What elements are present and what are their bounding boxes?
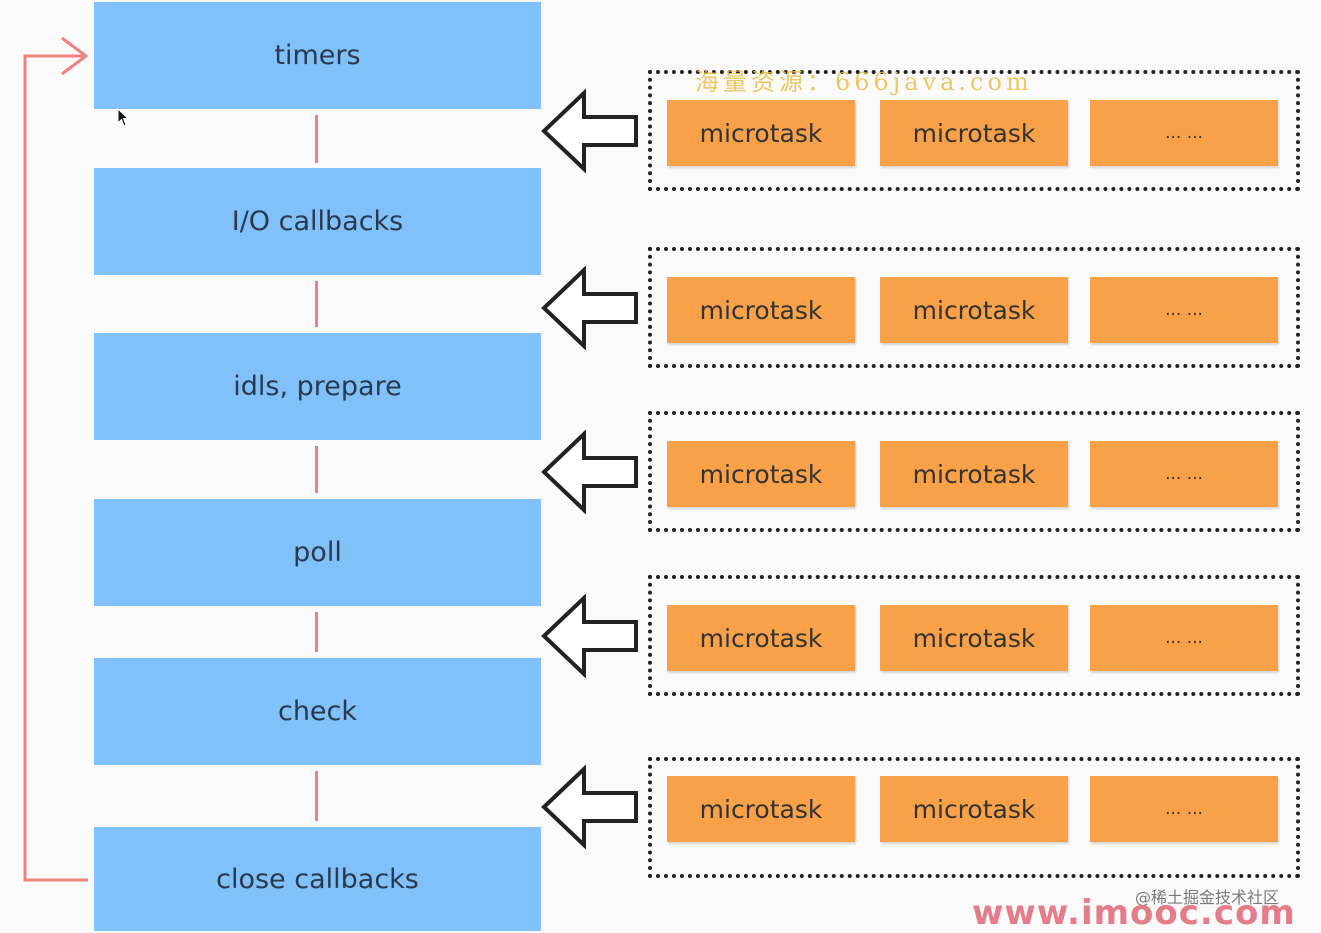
mouse-cursor-icon (117, 108, 130, 127)
microtask-queue: microtask microtask ... ... (648, 757, 1300, 878)
microtask-box: microtask (880, 776, 1068, 842)
phase-label: check (277, 696, 358, 727)
microtask-box: microtask (880, 605, 1068, 671)
phase-connector (315, 281, 318, 327)
phase-connector (315, 446, 318, 493)
phase-timers: timers (94, 2, 541, 109)
microtask-queue: microtask microtask ... ... (648, 575, 1300, 696)
microtask-box: microtask (880, 277, 1068, 343)
microtask-ellipsis-box: ... ... (1090, 100, 1278, 166)
phase-check: check (94, 658, 541, 765)
phase-close-callbacks: close callbacks (94, 827, 541, 931)
phase-connector (315, 115, 318, 163)
left-arrow-icon (541, 765, 638, 849)
microtask-box: microtask (880, 100, 1068, 166)
phase-io-callbacks: I/O callbacks (94, 168, 541, 275)
left-arrow-icon (541, 430, 638, 514)
microtask-box: microtask (667, 441, 855, 507)
left-arrow-icon (541, 594, 638, 678)
phase-label: timers (274, 40, 361, 71)
microtask-queue: microtask microtask ... ... (648, 247, 1300, 368)
phase-connector (315, 771, 318, 821)
phase-poll: poll (94, 499, 541, 606)
phase-connector (315, 612, 318, 652)
microtask-box: microtask (667, 100, 855, 166)
microtask-box: microtask (667, 605, 855, 671)
microtask-queue: microtask microtask ... ... (648, 411, 1300, 532)
microtask-box: microtask (880, 441, 1068, 507)
watermark-site: www.imooc.com (972, 893, 1296, 933)
phase-idle-prepare: idls, prepare (94, 333, 541, 440)
microtask-box: microtask (667, 776, 855, 842)
phase-label: close callbacks (216, 863, 419, 895)
phase-label: idls, prepare (233, 371, 402, 402)
phase-label: poll (293, 537, 342, 568)
left-arrow-icon (541, 266, 638, 350)
microtask-queue: microtask microtask ... ... (648, 70, 1300, 191)
left-arrow-icon (541, 89, 638, 173)
microtask-ellipsis-box: ... ... (1090, 776, 1278, 842)
watermark-credit: @稀土掘金技术社区 (1135, 888, 1280, 907)
microtask-ellipsis-box: ... ... (1090, 277, 1278, 343)
watermark-top: 海量资源：666java.com (695, 68, 1033, 96)
loop-arrow (23, 36, 89, 882)
microtask-ellipsis-box: ... ... (1090, 605, 1278, 671)
phase-label: I/O callbacks (231, 206, 404, 237)
microtask-ellipsis-box: ... ... (1090, 441, 1278, 507)
microtask-box: microtask (667, 277, 855, 343)
